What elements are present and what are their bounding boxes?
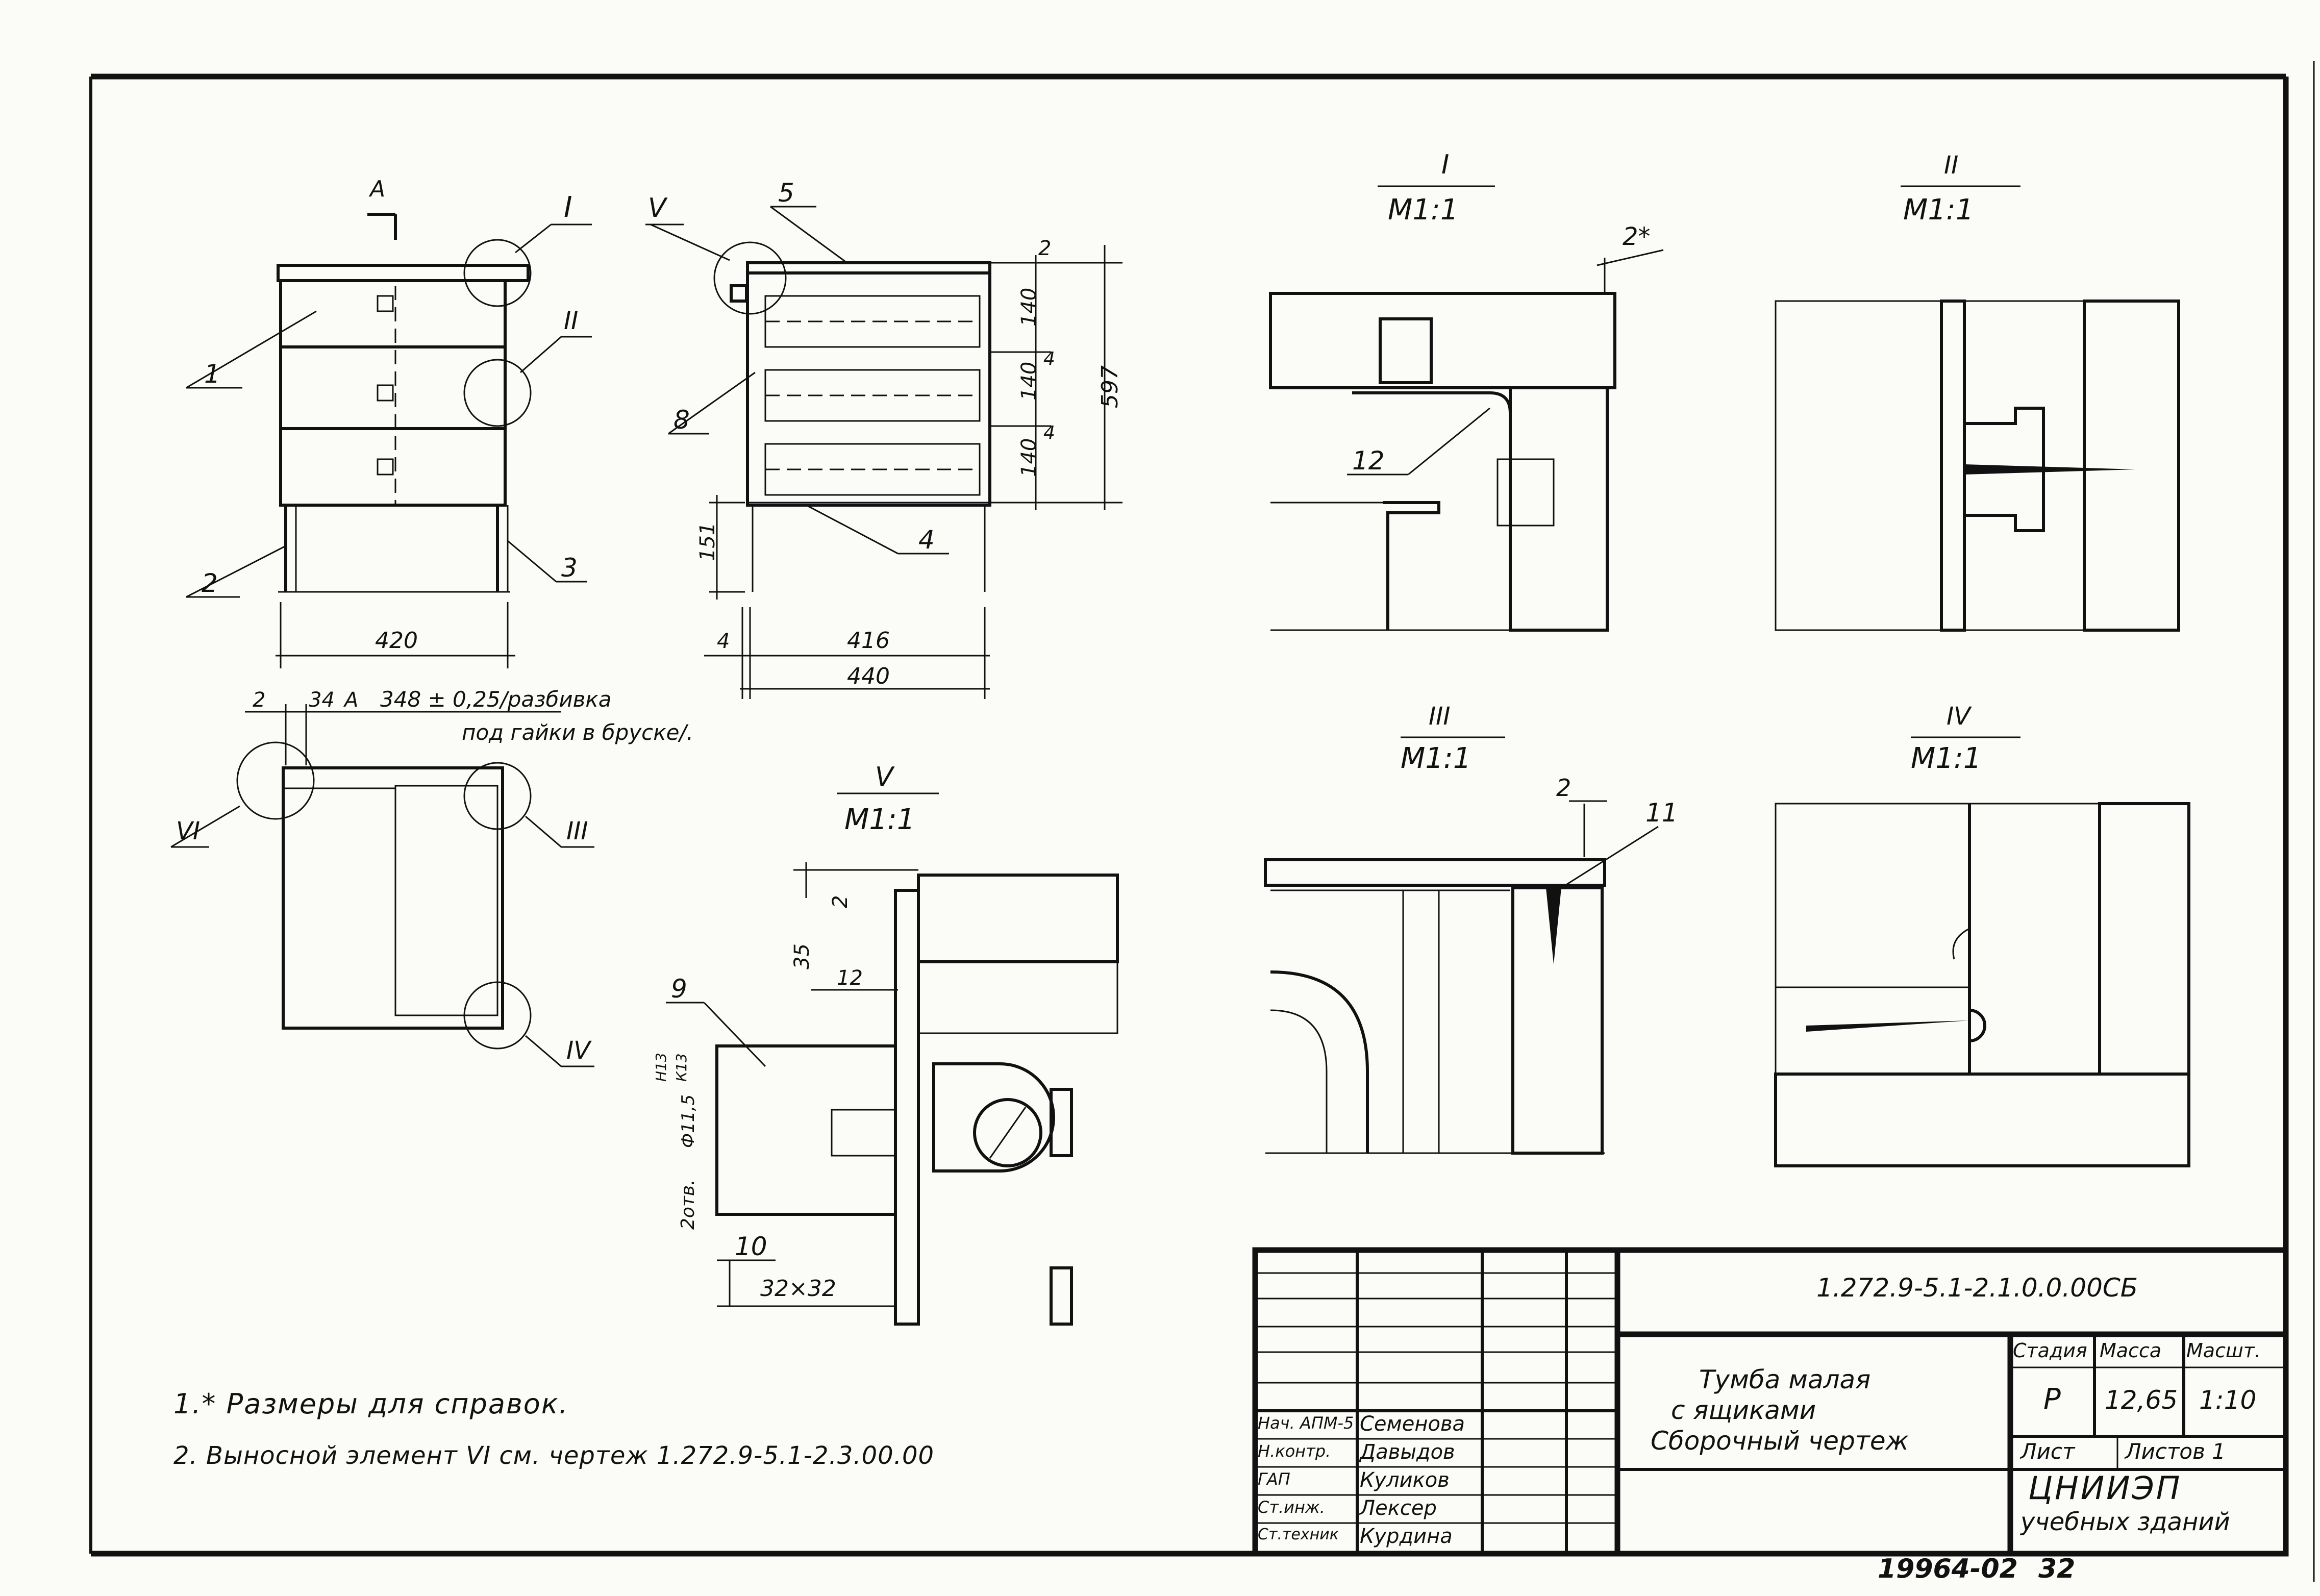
archive-number: 19964-02 [1878,1554,2018,1584]
detail-IV: IV M1:1 [1774,702,2190,1167]
role-row-5: Ст.техник Курдина [1258,1525,1615,1551]
org-line-1: ЦНИИЭП [2028,1469,2182,1507]
dim-drawer3: 140 [1017,438,1041,477]
sheet-label: Лист [2020,1439,2075,1464]
detail-V-dia: Ф11,5 [678,1094,699,1148]
detail-III-callout: 11 [1645,798,1678,828]
header-stage: Стадия [2013,1339,2087,1362]
dim-leg: 151 [696,522,719,561]
header-scale: Масшт. [2186,1339,2261,1362]
plan-dim-left: 2 [253,688,265,712]
width-420: 420 [375,628,418,654]
detail-V-callout-9: 9 [671,974,687,1004]
role-row-1: Нач. АПМ-5 Семенова [1258,1412,1615,1439]
detail-V-scale: M1:1 [844,803,915,836]
dim-total: 597 [1097,365,1123,408]
doc-code: 1.272.9-5.1-2.1.0.0.00СБ [1816,1273,2138,1303]
stage-value: Р [2043,1383,2061,1416]
title-line-2: с ящиками [1671,1395,1816,1425]
detail-V-dim-35: 35 [790,943,814,969]
role-name: Лексер [1360,1497,1437,1520]
detail-V-roman: V [875,762,895,792]
detail-V-holes: 2отв. [678,1179,699,1230]
dim-top-2: 2 [1038,237,1051,260]
plan-view: III IV VI 2 34 А 348 ± 0,25/разбивка под… [170,687,693,1067]
role-name: Куликов [1360,1468,1450,1492]
mass-value: 12,65 [2105,1385,2178,1415]
side-view: 2 140 4 140 4 140 597 151 4 416 440 5 8 … [645,178,1123,699]
header-mass: Масса [2100,1339,2162,1362]
role-label: Ст.инж. [1258,1498,1325,1517]
role-label: ГАП [1258,1469,1290,1489]
role-label: Ст.техник [1258,1526,1339,1543]
detail-I-roman: I [1441,149,1449,180]
role-name: Семенова [1360,1412,1465,1436]
callout-4: 4 [918,525,935,555]
callout-2: 2 [202,568,218,598]
detail-III-scale: M1:1 [1401,742,1471,775]
detail-V-fit-top: Н13 [653,1053,669,1082]
sheet-frame [89,61,2315,1582]
dim-gap2: 4 [1043,422,1055,443]
detail-mark-V-top: V [648,193,668,223]
detail-III: III M1:1 2 11 [1264,702,1678,1155]
detail-IV-scale: M1:1 [1911,742,1981,775]
role-row-3: ГАП Куликов [1258,1468,1615,1495]
detail-I-callout: 12 [1352,446,1385,476]
section-mark-top: А [368,176,385,202]
detail-mark-VI: VI [176,817,200,845]
detail-mark-III: III [566,817,588,845]
org-line-2: учебных зданий [2020,1508,2230,1536]
dim-offset: 4 [717,630,730,653]
detail-V-dim-12: 12 [837,966,863,990]
dim-drawer2: 140 [1017,362,1041,401]
detail-II-scale: M1:1 [1903,193,1974,227]
detail-mark-II: II [564,307,578,335]
note-1: 1.* Размеры для справок. [173,1388,569,1420]
detail-I-scale: M1:1 [1388,193,1458,227]
role-name: Давыдов [1360,1440,1455,1464]
plan-dim-mid: 34 [309,688,335,712]
scale-value: 1:10 [2199,1385,2257,1415]
detail-III-roman: III [1429,702,1450,731]
sheets-label: Листов 1 [2125,1439,2226,1464]
role-label: Нач. АПМ-5 [1258,1413,1354,1433]
callout-5: 5 [778,178,794,208]
title-line-1: Тумба малая [1699,1365,1871,1394]
plan-note-line2: под гайки в бруске/. [462,720,693,745]
detail-V-section: 32×32 [760,1276,836,1302]
dim-inner: 416 [847,628,890,654]
role-row-2: Н.контр. Давыдов [1258,1440,1615,1467]
page-number: 32 [2038,1554,2076,1584]
dim-gap1: 4 [1043,348,1055,369]
title-block [1252,1247,2289,1557]
detail-II-roman: II [1944,151,1958,180]
detail-mark-I: I [564,191,572,224]
plan-note-line1: 348 ± 0,25/разбивка [380,687,612,712]
detail-V: V M1:1 2 35 12 9 10 32×32 2отв. Ф11,5 Н1… [653,762,1119,1326]
detail-III-dim: 2 [1556,774,1571,802]
callout-3: 3 [561,553,578,583]
callout-1: 1 [204,359,220,389]
detail-I-dim: 2* [1623,222,1651,251]
title-line-3: Сборочный чертеж [1651,1426,1909,1456]
role-name: Курдина [1360,1525,1453,1548]
role-row-4: Ст.инж. Лексер [1258,1497,1615,1523]
detail-IV-roman: IV [1947,702,1972,731]
front-view: А 1 2 3 I II 420 [186,176,592,668]
detail-II: II M1:1 [1775,151,2180,632]
detail-V-fit-bottom: К13 [673,1053,690,1082]
detail-V-callout-10: 10 [735,1232,767,1261]
dim-outer: 440 [847,663,890,689]
role-label: Н.контр. [1258,1441,1331,1461]
detail-mark-IV: IV [566,1036,592,1065]
note-2: 2. Выносной элемент VI см. чертеж 1.272.… [173,1441,935,1470]
section-mark-plan: А [343,688,358,712]
callout-8: 8 [673,405,690,435]
detail-V-dim-2: 2 [829,895,852,908]
detail-I: I M1:1 2* 12 [1269,149,1664,632]
dim-drawer1: 140 [1017,288,1041,327]
